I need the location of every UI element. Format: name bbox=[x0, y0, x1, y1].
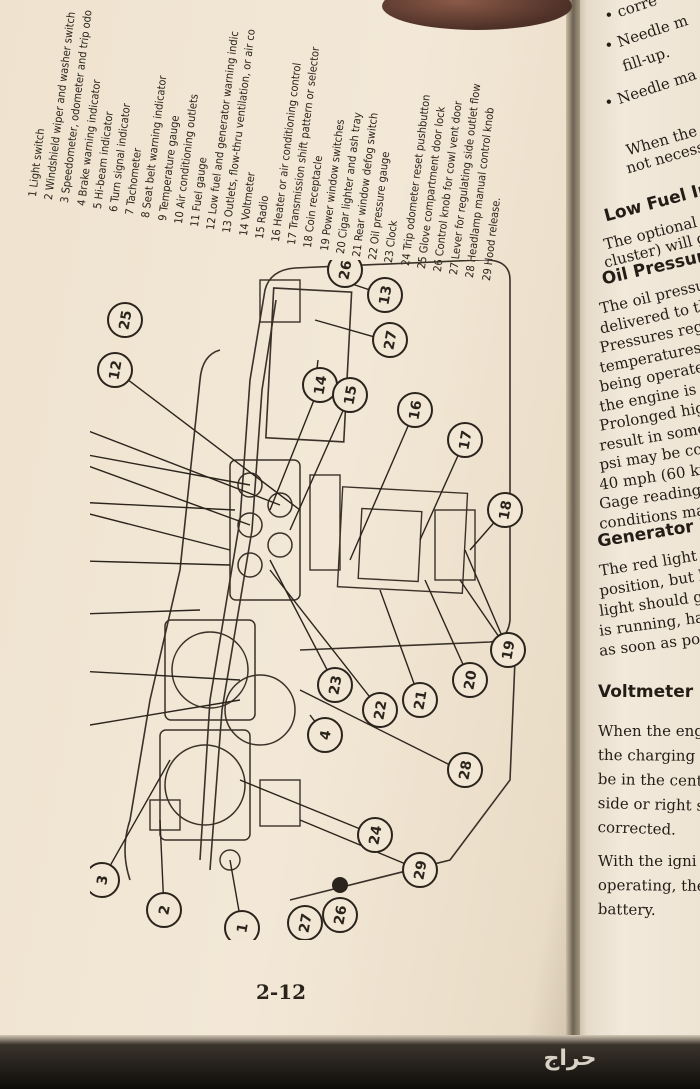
callout-17: 17 bbox=[447, 422, 483, 458]
svg-text:28: 28 bbox=[456, 759, 475, 781]
callout-26: 26 bbox=[327, 260, 363, 288]
callout-12: 12 bbox=[97, 352, 133, 388]
ignition-text-line: operating, the bbox=[597, 876, 700, 895]
callout-29: 29 bbox=[402, 852, 438, 888]
callout-13: 13 bbox=[367, 277, 403, 313]
voltmeter-text-line: the charging sy bbox=[597, 746, 700, 765]
callout-18: 18 bbox=[487, 492, 523, 528]
switches bbox=[149, 779, 301, 871]
instrument-panel-diagram: 1234678910111213141516171819202122232425… bbox=[90, 260, 526, 940]
svg-text:27: 27 bbox=[381, 329, 400, 351]
voltmeter-text-line: side or right s bbox=[597, 794, 700, 815]
svg-text:26: 26 bbox=[331, 904, 350, 926]
svg-text:25: 25 bbox=[116, 309, 135, 331]
side-vent-right bbox=[259, 279, 301, 323]
leader-lines bbox=[90, 279, 509, 929]
callout-28: 28 bbox=[447, 752, 483, 788]
svg-text:22: 22 bbox=[371, 699, 390, 721]
callout-19: 19 bbox=[490, 632, 526, 668]
book-bottom-edge bbox=[0, 1035, 700, 1089]
svg-text:24: 24 bbox=[366, 824, 385, 846]
svg-text:12: 12 bbox=[106, 359, 125, 381]
page-number: 2-12 bbox=[256, 980, 307, 1004]
svg-text:3: 3 bbox=[94, 874, 111, 886]
svg-text:17: 17 bbox=[456, 429, 475, 451]
callout-21: 21 bbox=[402, 682, 438, 718]
heading-voltmeter: Voltmeter bbox=[598, 682, 694, 702]
watermark-logo: حراج bbox=[543, 1046, 597, 1071]
callout-3: 3 bbox=[90, 862, 120, 898]
callout-20: 20 bbox=[452, 662, 488, 698]
ignition-text-line: battery. bbox=[597, 900, 656, 920]
svg-text:4: 4 bbox=[317, 729, 334, 742]
callout-24: 24 bbox=[357, 817, 393, 853]
callout-2: 2 bbox=[146, 892, 182, 928]
svg-text:1: 1 bbox=[234, 922, 251, 934]
svg-text:2: 2 bbox=[156, 904, 173, 916]
center-console bbox=[309, 474, 476, 594]
callout-26: 26 bbox=[322, 897, 358, 933]
glove-box bbox=[265, 287, 353, 443]
bullet-3: • Needle ma bbox=[602, 65, 699, 113]
callout-15: 15 bbox=[332, 377, 368, 413]
callout-27: 27 bbox=[372, 322, 408, 358]
callout-16: 16 bbox=[397, 392, 433, 428]
voltmeter-text-line: corrected. bbox=[597, 818, 677, 839]
svg-text:19: 19 bbox=[499, 639, 518, 661]
voltmeter-text-line: be in the cente bbox=[597, 770, 700, 790]
svg-text:18: 18 bbox=[496, 499, 515, 521]
book-gutter bbox=[566, 0, 580, 1040]
svg-text:21: 21 bbox=[411, 689, 430, 711]
right-page: • corre • Needle m fill-up. • Needle ma … bbox=[572, 0, 700, 1040]
ignition-text-line: With the igni bbox=[598, 852, 697, 870]
callout-4: 4 bbox=[307, 717, 343, 753]
gauges bbox=[159, 459, 301, 841]
svg-text:20: 20 bbox=[461, 669, 480, 691]
svg-text:14: 14 bbox=[311, 374, 330, 396]
callout-14: 14 bbox=[302, 367, 338, 403]
callout-23: 23 bbox=[317, 667, 353, 703]
svg-text:23: 23 bbox=[326, 674, 345, 696]
callout-27: 27 bbox=[287, 905, 323, 940]
callout-group: 1234678910111213141516171819202122232425… bbox=[90, 260, 526, 940]
svg-text:27: 27 bbox=[296, 912, 315, 934]
svg-text:29: 29 bbox=[411, 859, 430, 881]
svg-text:15: 15 bbox=[341, 384, 360, 406]
callout-25: 25 bbox=[107, 302, 143, 338]
voltmeter-text-line: When the engi bbox=[598, 722, 700, 740]
callout-1: 1 bbox=[224, 910, 260, 940]
svg-text:16: 16 bbox=[406, 399, 425, 421]
svg-text:26: 26 bbox=[336, 260, 355, 281]
callout-22: 22 bbox=[362, 692, 398, 728]
svg-text:13: 13 bbox=[376, 284, 395, 306]
